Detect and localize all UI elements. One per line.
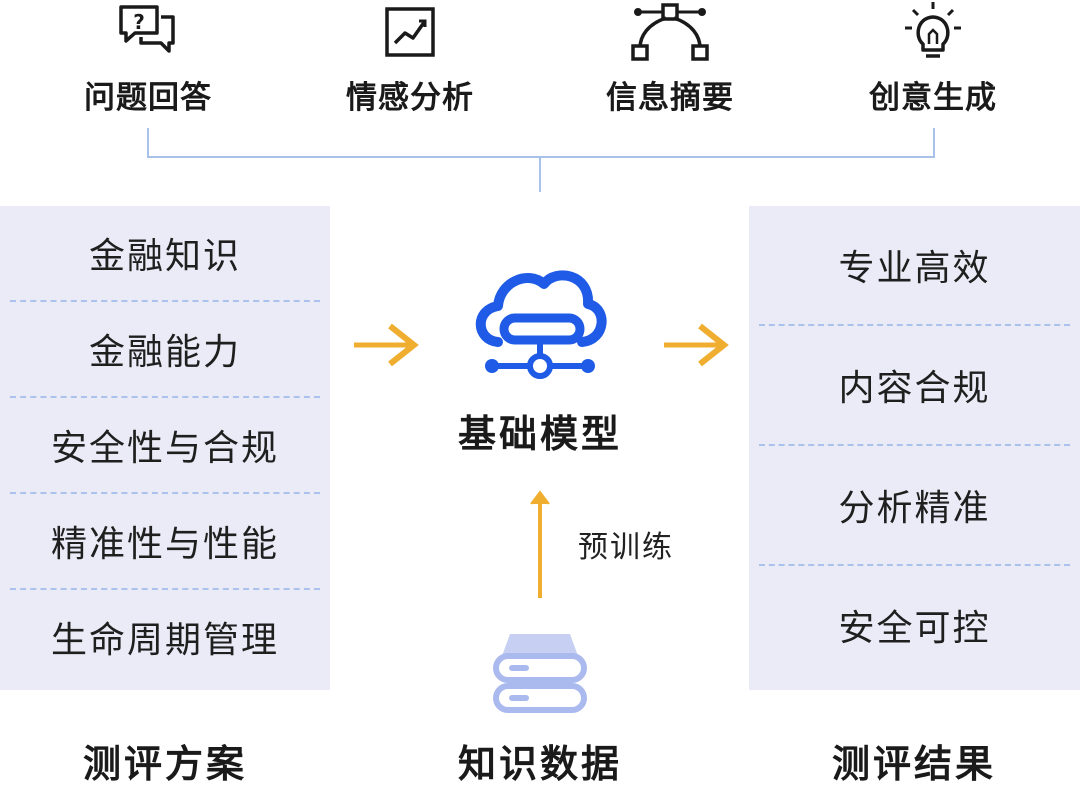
divider [10, 588, 320, 590]
result-item: 内容合规 [838, 368, 991, 409]
question-chat-icon: ? [119, 5, 175, 53]
evaluation-results-panel: 专业高效 内容合规 分析精准 安全可控 [749, 206, 1080, 690]
task-creative-generation: 创意生成 [843, 0, 1023, 117]
svg-text:?: ? [133, 10, 145, 34]
plan-item: 金融知识 [88, 236, 241, 277]
divider [759, 324, 1070, 326]
divider [10, 396, 320, 398]
knowledge-data-title: 知识数据 [457, 742, 622, 786]
evaluation-plan-title: 测评方案 [82, 742, 247, 786]
task-bracket-connector [147, 128, 935, 192]
plan-item: 安全性与合规 [50, 428, 279, 469]
task-label: 创意生成 [869, 80, 997, 116]
lightbulb-icon [905, 2, 961, 58]
task-label: 信息摘要 [606, 80, 734, 116]
arrow-right-icon [664, 323, 729, 367]
model-label: 基础模型 [457, 412, 622, 456]
task-label: 情感分析 [346, 80, 474, 116]
divider [759, 564, 1070, 566]
evaluation-plan-panel: 金融知识 金融能力 安全性与合规 精准性与性能 生命周期管理 [0, 206, 330, 690]
evaluation-results-title: 测评结果 [831, 742, 996, 786]
plan-item: 金融能力 [88, 332, 241, 373]
task-question-answer: ? 问题回答 [58, 0, 238, 117]
arrow-up-icon [530, 490, 550, 598]
arrow-right-icon [354, 323, 419, 367]
divider [10, 492, 320, 494]
result-item: 专业高效 [838, 248, 991, 289]
result-item: 安全可控 [838, 608, 991, 649]
plan-item: 精准性与性能 [50, 524, 279, 565]
trend-chart-icon [385, 7, 435, 57]
divider [759, 444, 1070, 446]
cloud-model-icon [475, 270, 607, 379]
pretrain-label: 预训练 [578, 530, 674, 565]
task-sentiment-analysis: 情感分析 [320, 0, 500, 117]
task-label: 问题回答 [84, 80, 212, 116]
divider [10, 300, 320, 302]
plan-item: 生命周期管理 [50, 620, 279, 661]
vector-path-icon [631, 3, 709, 61]
task-info-summary: 信息摘要 [580, 0, 760, 117]
result-item: 分析精准 [838, 488, 991, 529]
database-icon [493, 634, 587, 713]
